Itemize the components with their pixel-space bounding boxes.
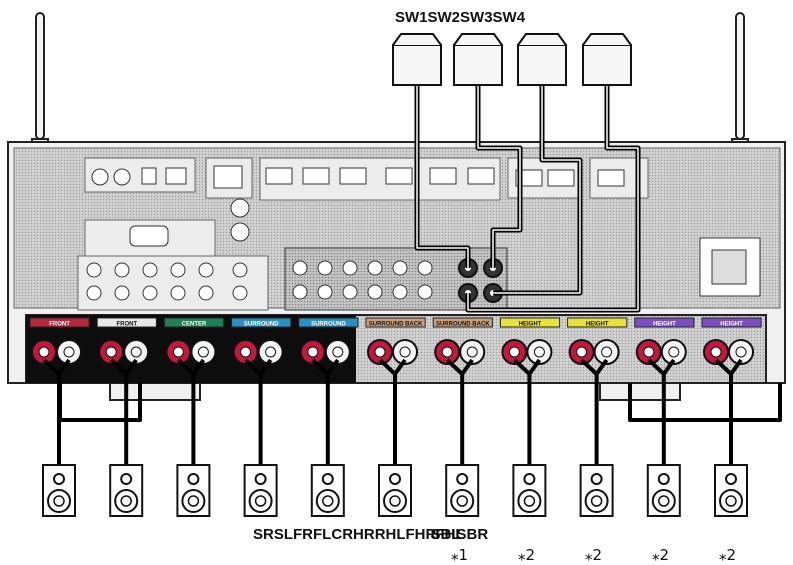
receiver-rear-panel [7,141,786,401]
terminal-section-label: FRONT [116,322,137,328]
speaker-10-icon [646,464,681,517]
speaker-cable [594,358,609,376]
terminal-section-label: CENTER [182,322,207,328]
speaker-2-icon [109,464,144,517]
speaker-label: FHL [435,526,465,543]
footnote-marker: ⁎2 [652,546,670,564]
speaker-cable [393,358,407,376]
speaker-label: FHR [405,526,437,543]
terminal-section-6: SURROUND BACK [365,317,426,328]
footnote-marker: ⁎2 [518,546,536,564]
speaker-terminal-1-icon [31,339,82,365]
speaker-7-icon [445,464,480,517]
speaker-cable [729,358,743,376]
speaker-label: SL [273,526,294,543]
terminal-section-10: HEIGHT [634,317,695,328]
speaker-label: SBL [430,526,461,543]
terminal-section-4: SURROUND [231,317,292,328]
terminal-section-11: HEIGHT [701,317,762,328]
speaker-terminal-10-icon [635,339,687,365]
subwoofer-label-row: SW1 SW2 SW3 SW4 [395,9,525,26]
speaker-label: SBR [456,526,489,543]
terminal-section-label: HEIGHT [720,322,743,328]
speaker-8-icon [512,464,547,517]
footnote-marker: ⁎2 [585,546,603,564]
speaker-6-icon [378,464,412,517]
terminal-section-label: SURROUND BACK [369,322,423,328]
footnote-marker: ⁎1 [451,546,469,564]
speaker-terminal-7-icon [434,339,486,365]
terminal-section-label: HEIGHT [586,322,609,328]
speaker-1-icon [42,464,76,517]
speaker-cable [57,358,71,376]
speaker-terminal-2-icon [98,339,150,365]
speaker-terminal-9-icon [568,339,620,365]
speaker-cable [460,358,474,376]
speaker-cables [42,358,782,465]
speaker-label: SR [253,526,274,543]
speaker-terminal-4-icon [232,339,284,365]
speaker-terminal-6-icon [367,339,418,365]
subwoofer-3-icon [517,33,567,86]
terminal-section-7: SURROUND BACK [432,317,493,328]
speaker-11-icon [714,464,748,517]
footnote-marker: ⁎2 [719,546,737,564]
speaker-cable [527,358,542,376]
speaker-terminal-11-icon [703,339,754,365]
terminal-section-1: FRONT [29,317,90,328]
speaker-cable [191,358,206,376]
speaker-label: FR [293,526,314,543]
speaker-label-row: SR SL FR FL C RHR RHL FHR FHL SBL SBR [253,527,488,542]
speaker-4-icon [243,464,278,517]
subwoofer-label: SW3 [460,9,493,26]
terminal-section-label: HEIGHT [653,322,676,328]
speaker-cable [124,358,138,376]
terminal-section-5: SURROUND [298,317,359,328]
subwoofer-4-icon [582,33,632,86]
speaker-terminal-5-icon [299,339,351,365]
speaker-cable [628,383,782,422]
terminal-section-label: HEIGHT [519,322,542,328]
speaker-label: C [331,526,343,543]
terminal-section-label: SURROUND BACK [436,322,490,328]
terminal-section-2: FRONT [96,317,157,328]
speaker-label: RHL [374,526,406,543]
terminal-section-label: SURROUND [244,322,279,328]
speaker-3-icon [176,464,211,517]
speaker-9-icon [579,464,614,517]
terminal-section-label: SURROUND [311,322,346,328]
speaker-terminal-3-icon [165,339,217,365]
speaker-label: RHR [342,526,375,543]
speaker-terminal-8-icon [501,339,553,365]
subwoofer-1-icon [392,33,442,86]
speaker-cable [662,358,676,376]
terminal-section-8: HEIGHT [499,317,561,328]
speaker-cable [258,358,273,376]
terminal-section-label: FRONT [49,322,70,328]
speaker-5-icon [310,464,345,517]
speaker-label: FL [313,526,332,543]
subwoofer-label: SW1 [395,9,428,26]
speaker-cable [58,383,142,422]
subwoofer-label: SW4 [492,9,526,26]
subwoofer-2-icon [453,33,503,86]
terminal-section-9: HEIGHT [567,317,628,328]
speaker-cable [326,358,340,376]
subwoofer-label: SW2 [427,9,461,26]
terminal-section-3: CENTER [163,317,225,328]
